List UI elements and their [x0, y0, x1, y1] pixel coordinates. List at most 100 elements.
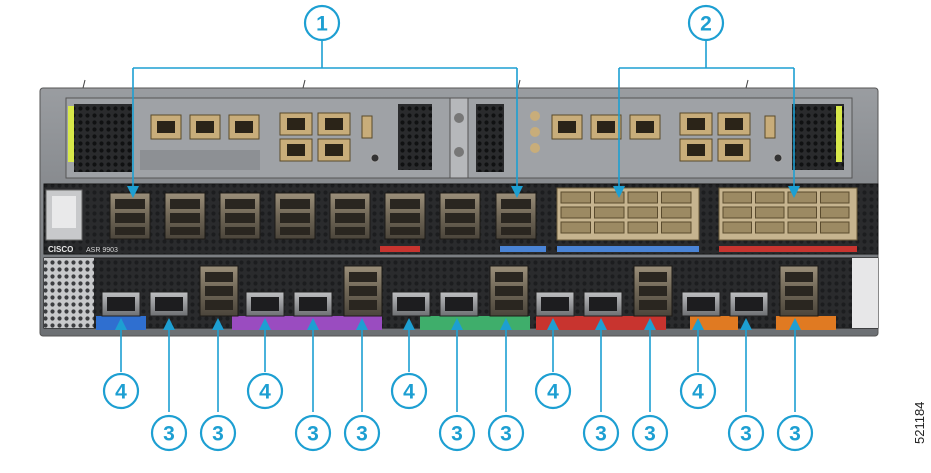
latch-left[interactable]: [68, 106, 74, 162]
qsfp-ports-mid: [109, 192, 537, 240]
breakout-lane[interactable]: [787, 191, 817, 204]
sfp-port[interactable]: [729, 291, 769, 317]
sfp-port[interactable]: [583, 291, 623, 317]
breakout-lane[interactable]: [755, 206, 785, 219]
breakout-lane[interactable]: [560, 206, 591, 219]
callout-number: 3: [451, 423, 463, 446]
leader-arrow: [307, 318, 319, 330]
callout-3: 3: [199, 414, 237, 452]
breakout-lane[interactable]: [661, 206, 692, 219]
callout-2: 2: [687, 4, 725, 42]
breakout-lane[interactable]: [820, 221, 850, 234]
breakout-lane[interactable]: [560, 191, 591, 204]
sfp-port[interactable]: [439, 291, 479, 317]
breakout-lane[interactable]: [820, 191, 850, 204]
leader-arrow: [163, 318, 175, 330]
callout-number: 2: [700, 13, 712, 36]
callout-leaders: [132, 40, 795, 196]
breakout-lane[interactable]: [787, 206, 817, 219]
callout-circle: [487, 414, 525, 452]
qsfp-port[interactable]: [495, 192, 537, 240]
breakout-lane[interactable]: [722, 221, 752, 234]
callout-arrowheads: [127, 186, 800, 198]
callout-3: 3: [776, 414, 814, 452]
sfp-port[interactable]: [101, 291, 141, 317]
callout-number: 4: [692, 381, 704, 404]
callout-number: 3: [307, 423, 319, 446]
sfp-port[interactable]: [245, 291, 285, 317]
breakout-lane[interactable]: [661, 191, 692, 204]
breakout-lane[interactable]: [661, 221, 692, 234]
breakout-lane[interactable]: [787, 221, 817, 234]
rsp-card-right: [467, 97, 853, 179]
breakout-lane[interactable]: [594, 191, 625, 204]
sfp-port[interactable]: [293, 291, 333, 317]
callout-circle: [687, 4, 725, 42]
callout-circle: [438, 414, 476, 452]
sfp-port[interactable]: [149, 291, 189, 317]
sfp-port[interactable]: [535, 291, 575, 317]
breakout-lane[interactable]: [755, 221, 785, 234]
sfp-port[interactable]: [391, 291, 431, 317]
breakout-lane[interactable]: [594, 206, 625, 219]
breakout-lane[interactable]: [560, 221, 591, 234]
callout-number: 4: [259, 381, 271, 404]
qsfp-port[interactable]: [439, 192, 481, 240]
callout-circle: [150, 414, 188, 452]
breakout-lane[interactable]: [722, 191, 752, 204]
qsfp-port[interactable]: [384, 192, 426, 240]
qsfp-port[interactable]: [343, 265, 383, 317]
breakout-lane[interactable]: [820, 206, 850, 219]
leader-arrow: [789, 318, 801, 330]
leader-arrow: [500, 318, 512, 330]
callout-4: 4: [390, 372, 428, 410]
callout-3: 3: [631, 414, 669, 452]
qsfp-port[interactable]: [274, 192, 316, 240]
callout-circle: [631, 414, 669, 452]
callout-number: 3: [644, 423, 656, 446]
sfp-port[interactable]: [681, 291, 721, 317]
qsfp-port[interactable]: [779, 265, 819, 317]
qsfp-port[interactable]: [633, 265, 673, 317]
leader-arrow: [451, 318, 463, 330]
qsfp-port[interactable]: [199, 265, 239, 317]
breakout-lane[interactable]: [627, 206, 658, 219]
callout-circle: [102, 372, 140, 410]
callout-4: 4: [102, 372, 140, 410]
rj45-group-right: [551, 112, 783, 163]
leader-arrow: [692, 318, 704, 330]
qsfp-port[interactable]: [109, 192, 151, 240]
model-label: ASR 9903: [86, 247, 118, 254]
breakout-lane[interactable]: [755, 191, 785, 204]
callout-3: 3: [150, 414, 188, 452]
callout-circle: [390, 372, 428, 410]
leader-arrow: [356, 318, 368, 330]
breakout-lane[interactable]: [627, 191, 658, 204]
callout-number: 3: [500, 423, 512, 446]
qsfp-port[interactable]: [489, 265, 529, 317]
callout-1: 1: [303, 4, 341, 42]
qsfp-port[interactable]: [164, 192, 206, 240]
callout-number: 3: [212, 423, 224, 446]
leader-arrow: [403, 318, 415, 330]
callout-3: 3: [582, 414, 620, 452]
callout-3: 3: [343, 414, 381, 452]
callout-circle: [343, 414, 381, 452]
callout-number: 4: [547, 381, 559, 404]
qsfp-port[interactable]: [219, 192, 261, 240]
callout-number: 3: [163, 423, 175, 446]
breakout-lane[interactable]: [627, 221, 658, 234]
callout-number: 3: [595, 423, 607, 446]
latch-right[interactable]: [836, 106, 842, 162]
breakout-lane[interactable]: [722, 206, 752, 219]
leader-arrow: [115, 318, 127, 330]
callout-number: 4: [403, 381, 415, 404]
center-ejector: [449, 97, 469, 179]
figure-id: 521184: [912, 402, 927, 444]
leader-arrow: [595, 318, 607, 330]
breakout-lane[interactable]: [594, 221, 625, 234]
leader-arrow: [259, 318, 271, 330]
qsfp-port[interactable]: [329, 192, 371, 240]
